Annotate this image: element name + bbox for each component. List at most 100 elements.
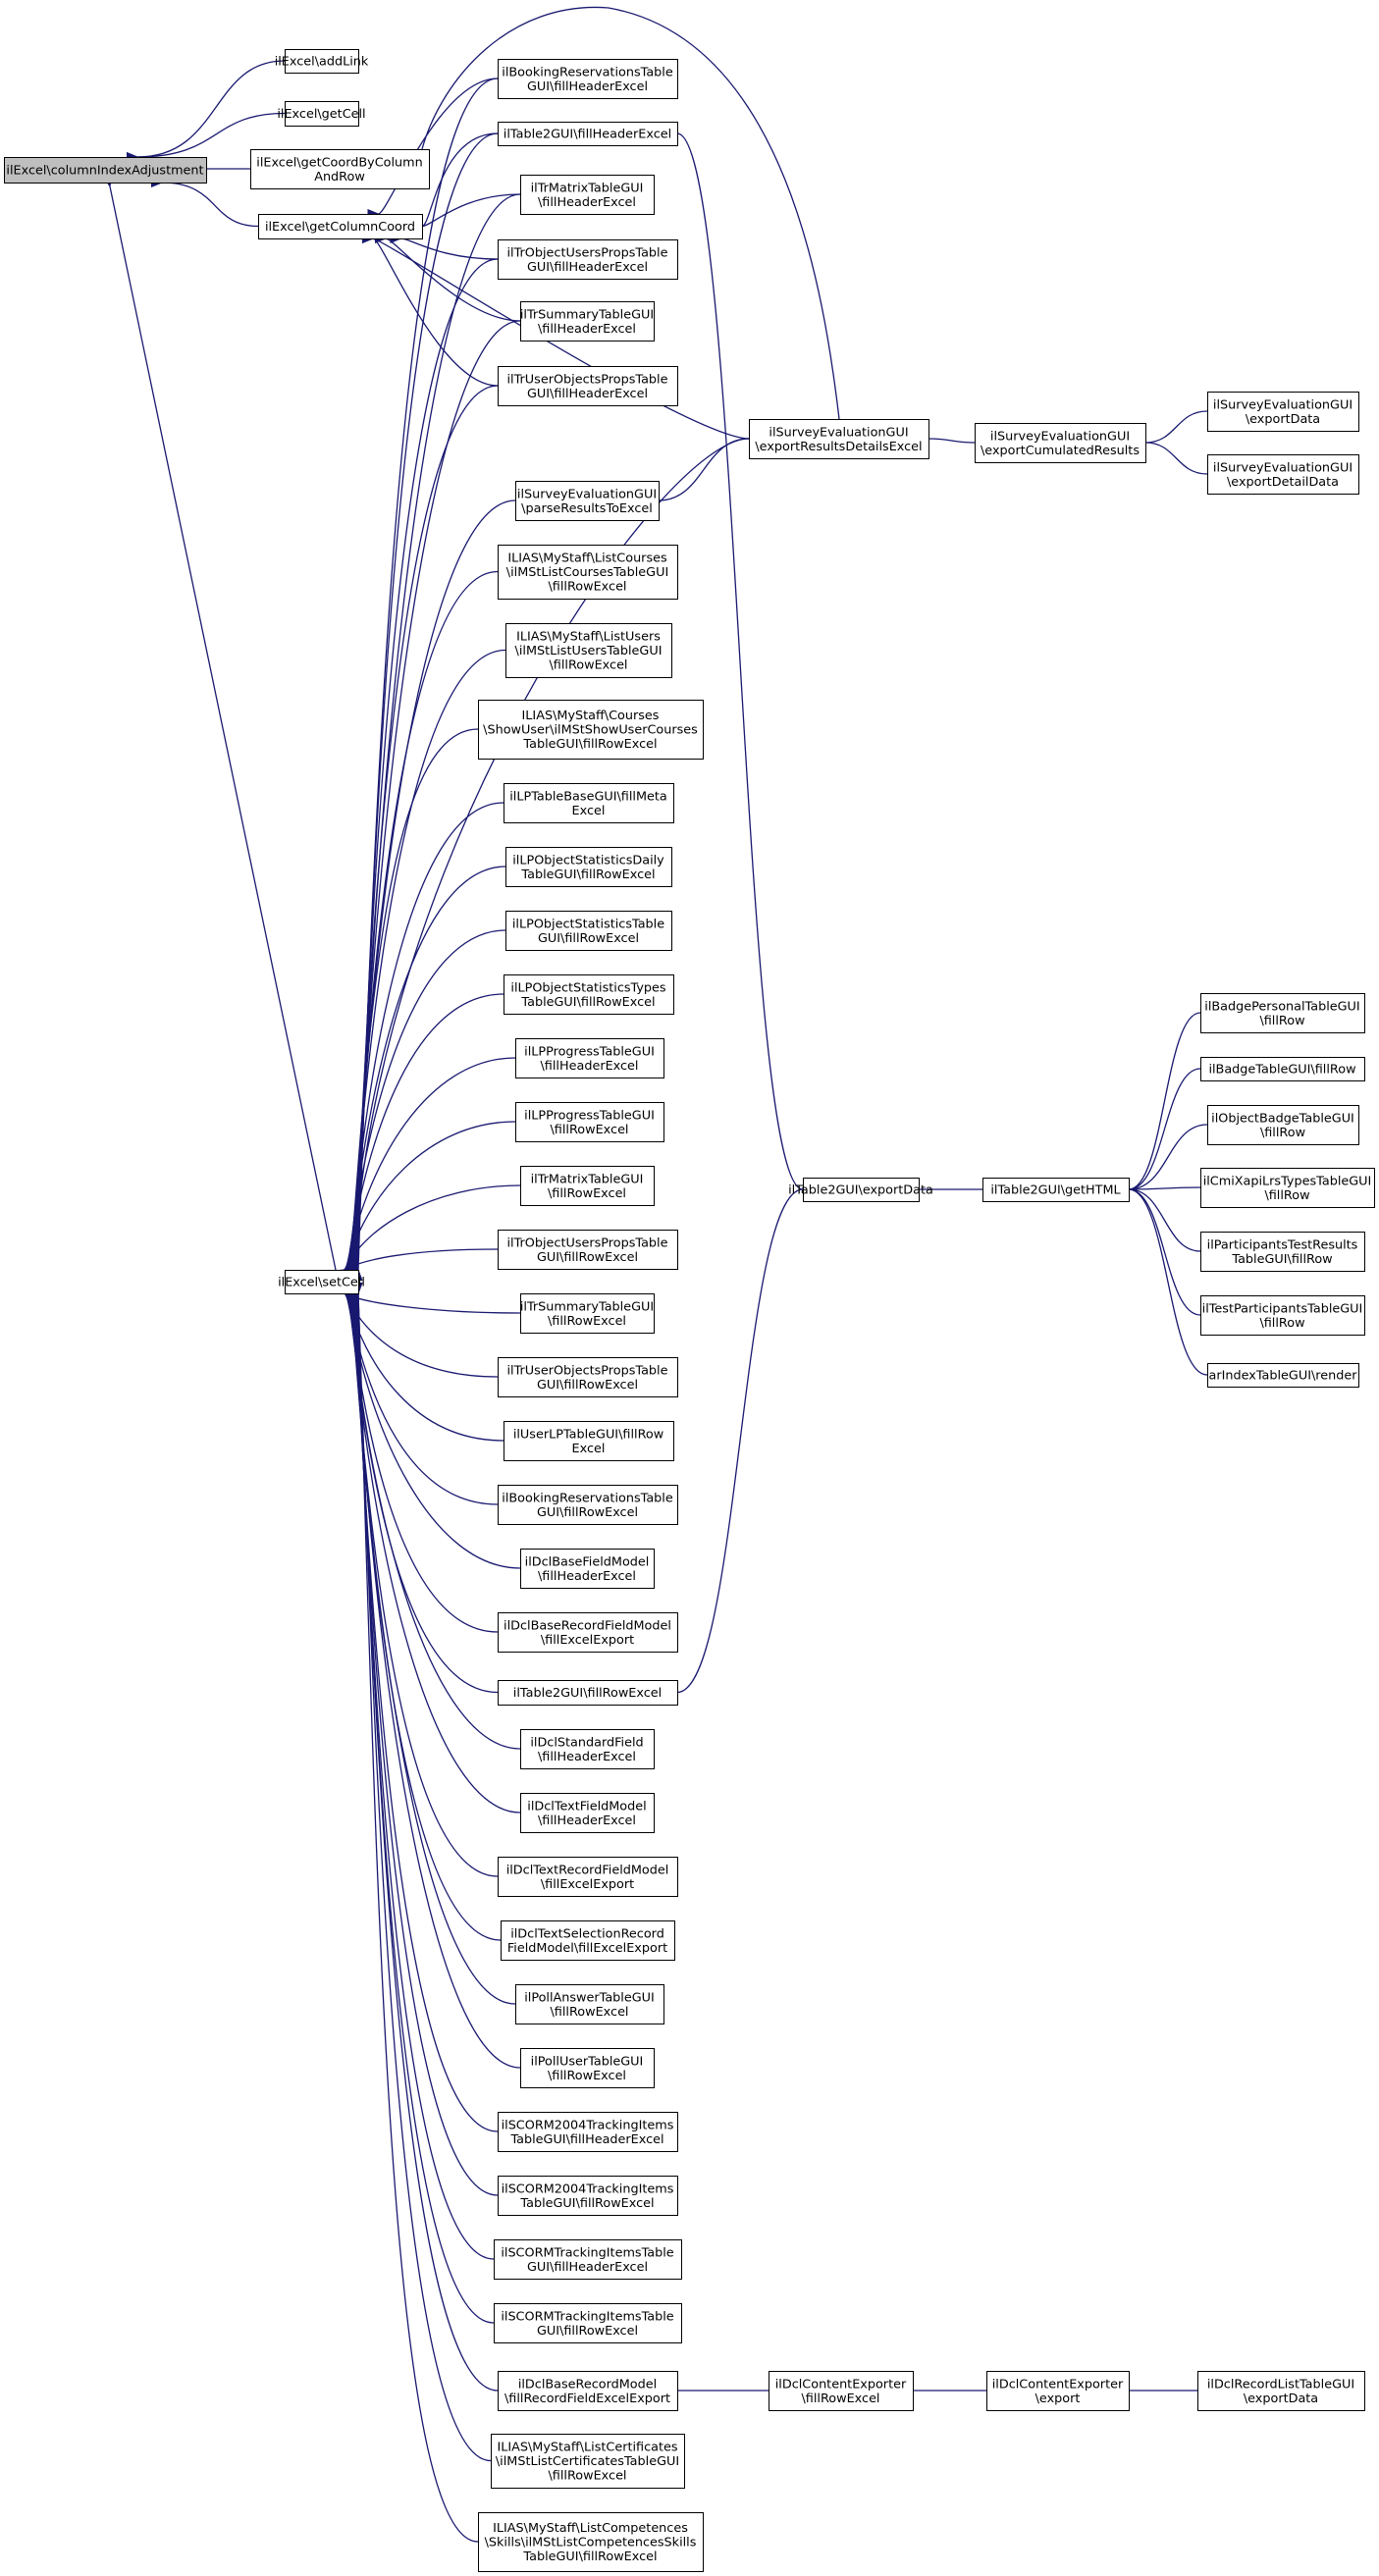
graph-node[interactable]: ilBadgeTableGUI\fillRow <box>1200 1057 1365 1081</box>
node-box[interactable] <box>504 1421 674 1461</box>
graph-node[interactable]: ILIAS\MyStaff\ListCertificates\ilMStList… <box>491 2434 685 2489</box>
node-box[interactable] <box>520 301 655 342</box>
graph-node[interactable]: ilDclBaseRecordFieldModel\fillExcelExpor… <box>498 1612 678 1653</box>
node-box[interactable] <box>258 214 423 239</box>
graph-node[interactable]: ilTable2GUI\exportData <box>788 1178 933 1202</box>
node-box[interactable] <box>250 149 430 189</box>
graph-node[interactable]: ilObjectBadgeTableGUI\fillRow <box>1207 1105 1359 1145</box>
graph-node[interactable]: ilTestParticipantsTableGUI\fillRow <box>1200 1295 1365 1336</box>
node-box[interactable] <box>803 1178 920 1202</box>
graph-node[interactable]: ilSurveyEvaluationGUI\exportData <box>1207 392 1359 432</box>
node-box[interactable] <box>4 157 207 184</box>
node-box[interactable] <box>520 175 655 215</box>
graph-node[interactable]: ilUserLPTableGUI\fillRowExcel <box>504 1421 674 1461</box>
graph-node[interactable]: ilBookingReservationsTableGUI\fillHeader… <box>498 59 678 99</box>
node-box[interactable] <box>1200 1295 1365 1336</box>
node-box[interactable] <box>515 1038 664 1078</box>
graph-node[interactable]: ilBookingReservationsTableGUI\fillRowExc… <box>498 1485 678 1525</box>
node-box[interactable] <box>498 1230 678 1270</box>
graph-node[interactable]: ilTrObjectUsersPropsTableGUI\fillHeaderE… <box>498 239 678 280</box>
graph-node[interactable]: ilTable2GUI\getHTML <box>982 1178 1130 1202</box>
graph-node[interactable]: ilLPObjectStatisticsTableGUI\fillRowExce… <box>505 911 672 951</box>
node-box[interactable] <box>285 1270 359 1294</box>
node-box[interactable] <box>504 783 674 823</box>
node-box[interactable] <box>769 2371 914 2411</box>
node-box[interactable] <box>1200 1232 1365 1272</box>
node-box[interactable] <box>498 1357 678 1397</box>
graph-node[interactable]: ilDclRecordListTableGUI\exportData <box>1197 2371 1365 2411</box>
graph-node[interactable]: ILIAS\MyStaff\ListCourses\ilMStListCours… <box>498 545 678 600</box>
root-node[interactable]: ilExcel\columnIndexAdjustment <box>4 157 207 184</box>
graph-node[interactable]: ilParticipantsTestResultsTableGUI\fillRo… <box>1200 1232 1365 1272</box>
graph-node[interactable]: ilTrSummaryTableGUI\fillHeaderExcel <box>520 301 655 342</box>
node-box[interactable] <box>505 623 672 678</box>
graph-node[interactable]: ilTrUserObjectsPropsTableGUI\fillRowExce… <box>498 1357 678 1397</box>
graph-node[interactable]: ILIAS\MyStaff\ListUsers\ilMStListUsersTa… <box>505 623 672 678</box>
graph-node[interactable]: ilLPProgressTableGUI\fillRowExcel <box>515 1102 664 1142</box>
graph-node[interactable]: ilExcel\getColumnCoord <box>258 214 423 239</box>
graph-node[interactable]: ilTrUserObjectsPropsTableGUI\fillHeaderE… <box>498 366 678 406</box>
node-box[interactable] <box>498 239 678 280</box>
graph-node[interactable]: ilExcel\addLink <box>275 49 369 74</box>
graph-node[interactable]: ilSurveyEvaluationGUI\exportResultsDetai… <box>749 419 929 459</box>
node-box[interactable] <box>520 1166 655 1206</box>
graph-node[interactable]: ilDclBaseFieldModel\fillHeaderExcel <box>520 1549 655 1589</box>
node-box[interactable] <box>494 2239 682 2280</box>
node-box[interactable] <box>498 122 678 146</box>
graph-node[interactable]: ilTrSummaryTableGUI\fillRowExcel <box>520 1293 655 1334</box>
graph-node[interactable]: ilSCORM2004TrackingItemsTableGUI\fillHea… <box>498 2112 678 2152</box>
node-box[interactable] <box>520 1293 655 1334</box>
node-box[interactable] <box>1200 1168 1375 1208</box>
node-box[interactable] <box>498 545 678 600</box>
node-box[interactable] <box>285 101 359 127</box>
graph-node[interactable]: ilTrMatrixTableGUI\fillHeaderExcel <box>520 175 655 215</box>
node-box[interactable] <box>1200 1057 1365 1081</box>
graph-node[interactable]: ilPollAnswerTableGUI\fillRowExcel <box>515 1984 664 2024</box>
graph-node[interactable]: ilSCORMTrackingItemsTableGUI\fillRowExce… <box>494 2303 682 2343</box>
node-box[interactable] <box>498 59 678 99</box>
node-box[interactable] <box>505 847 672 887</box>
node-box[interactable] <box>1207 1363 1359 1388</box>
graph-node[interactable]: ilLPObjectStatisticsTypesTableGUI\fillRo… <box>504 974 674 1015</box>
graph-node[interactable]: ilSurveyEvaluationGUI\exportCumulatedRes… <box>975 423 1146 463</box>
node-box[interactable] <box>478 700 704 760</box>
node-box[interactable] <box>749 419 929 459</box>
node-box[interactable] <box>501 1920 675 1961</box>
graph-node[interactable]: ilTable2GUI\fillRowExcel <box>498 1680 678 1706</box>
graph-node[interactable]: ilDclContentExporter\export <box>986 2371 1130 2411</box>
graph-node[interactable]: ilSCORMTrackingItemsTableGUI\fillHeaderE… <box>494 2239 682 2280</box>
node-box[interactable] <box>1197 2371 1365 2411</box>
node-box[interactable] <box>515 481 660 521</box>
graph-node[interactable]: ilDclContentExporter\fillRowExcel <box>769 2371 914 2411</box>
node-box[interactable] <box>498 1680 678 1706</box>
graph-node[interactable]: ilSurveyEvaluationGUI\parseResultsToExce… <box>515 481 660 521</box>
graph-node[interactable]: ilDclTextRecordFieldModel\fillExcelExpor… <box>498 1857 678 1897</box>
node-box[interactable] <box>494 2303 682 2343</box>
graph-node[interactable]: ilCmiXapiLrsTypesTableGUI\fillRow <box>1200 1168 1375 1208</box>
node-box[interactable] <box>520 2048 655 2088</box>
graph-node[interactable]: ilDclTextSelectionRecordFieldModel\fillE… <box>501 1920 675 1961</box>
node-box[interactable] <box>498 366 678 406</box>
graph-node[interactable]: ilSurveyEvaluationGUI\exportDetailData <box>1207 454 1359 495</box>
node-box[interactable] <box>520 1793 655 1833</box>
node-box[interactable] <box>505 911 672 951</box>
node-box[interactable] <box>975 423 1146 463</box>
graph-node[interactable]: ilTrMatrixTableGUI\fillRowExcel <box>520 1166 655 1206</box>
graph-node[interactable]: ILIAS\MyStaff\ListCompetences\Skills\ilM… <box>478 2512 704 2572</box>
graph-node[interactable]: ilTable2GUI\fillHeaderExcel <box>498 122 678 146</box>
graph-node[interactable]: ilPollUserTableGUI\fillRowExcel <box>520 2048 655 2088</box>
node-box[interactable] <box>498 1857 678 1897</box>
node-box[interactable] <box>504 974 674 1015</box>
graph-node[interactable]: ilDclTextFieldModel\fillHeaderExcel <box>520 1793 655 1833</box>
graph-node[interactable]: ilExcel\setCell <box>278 1270 365 1294</box>
graph-node[interactable]: ilBadgePersonalTableGUI\fillRow <box>1200 993 1365 1033</box>
node-box[interactable] <box>498 2112 678 2152</box>
graph-node[interactable]: ilTrObjectUsersPropsTableGUI\fillRowExce… <box>498 1230 678 1270</box>
graph-node[interactable]: ilLPProgressTableGUI\fillHeaderExcel <box>515 1038 664 1078</box>
graph-node[interactable]: arIndexTableGUI\render <box>1207 1363 1359 1388</box>
node-box[interactable] <box>498 2371 678 2411</box>
node-box[interactable] <box>1207 392 1359 432</box>
graph-node[interactable]: ilDclBaseRecordModel\fillRecordFieldExce… <box>498 2371 678 2411</box>
